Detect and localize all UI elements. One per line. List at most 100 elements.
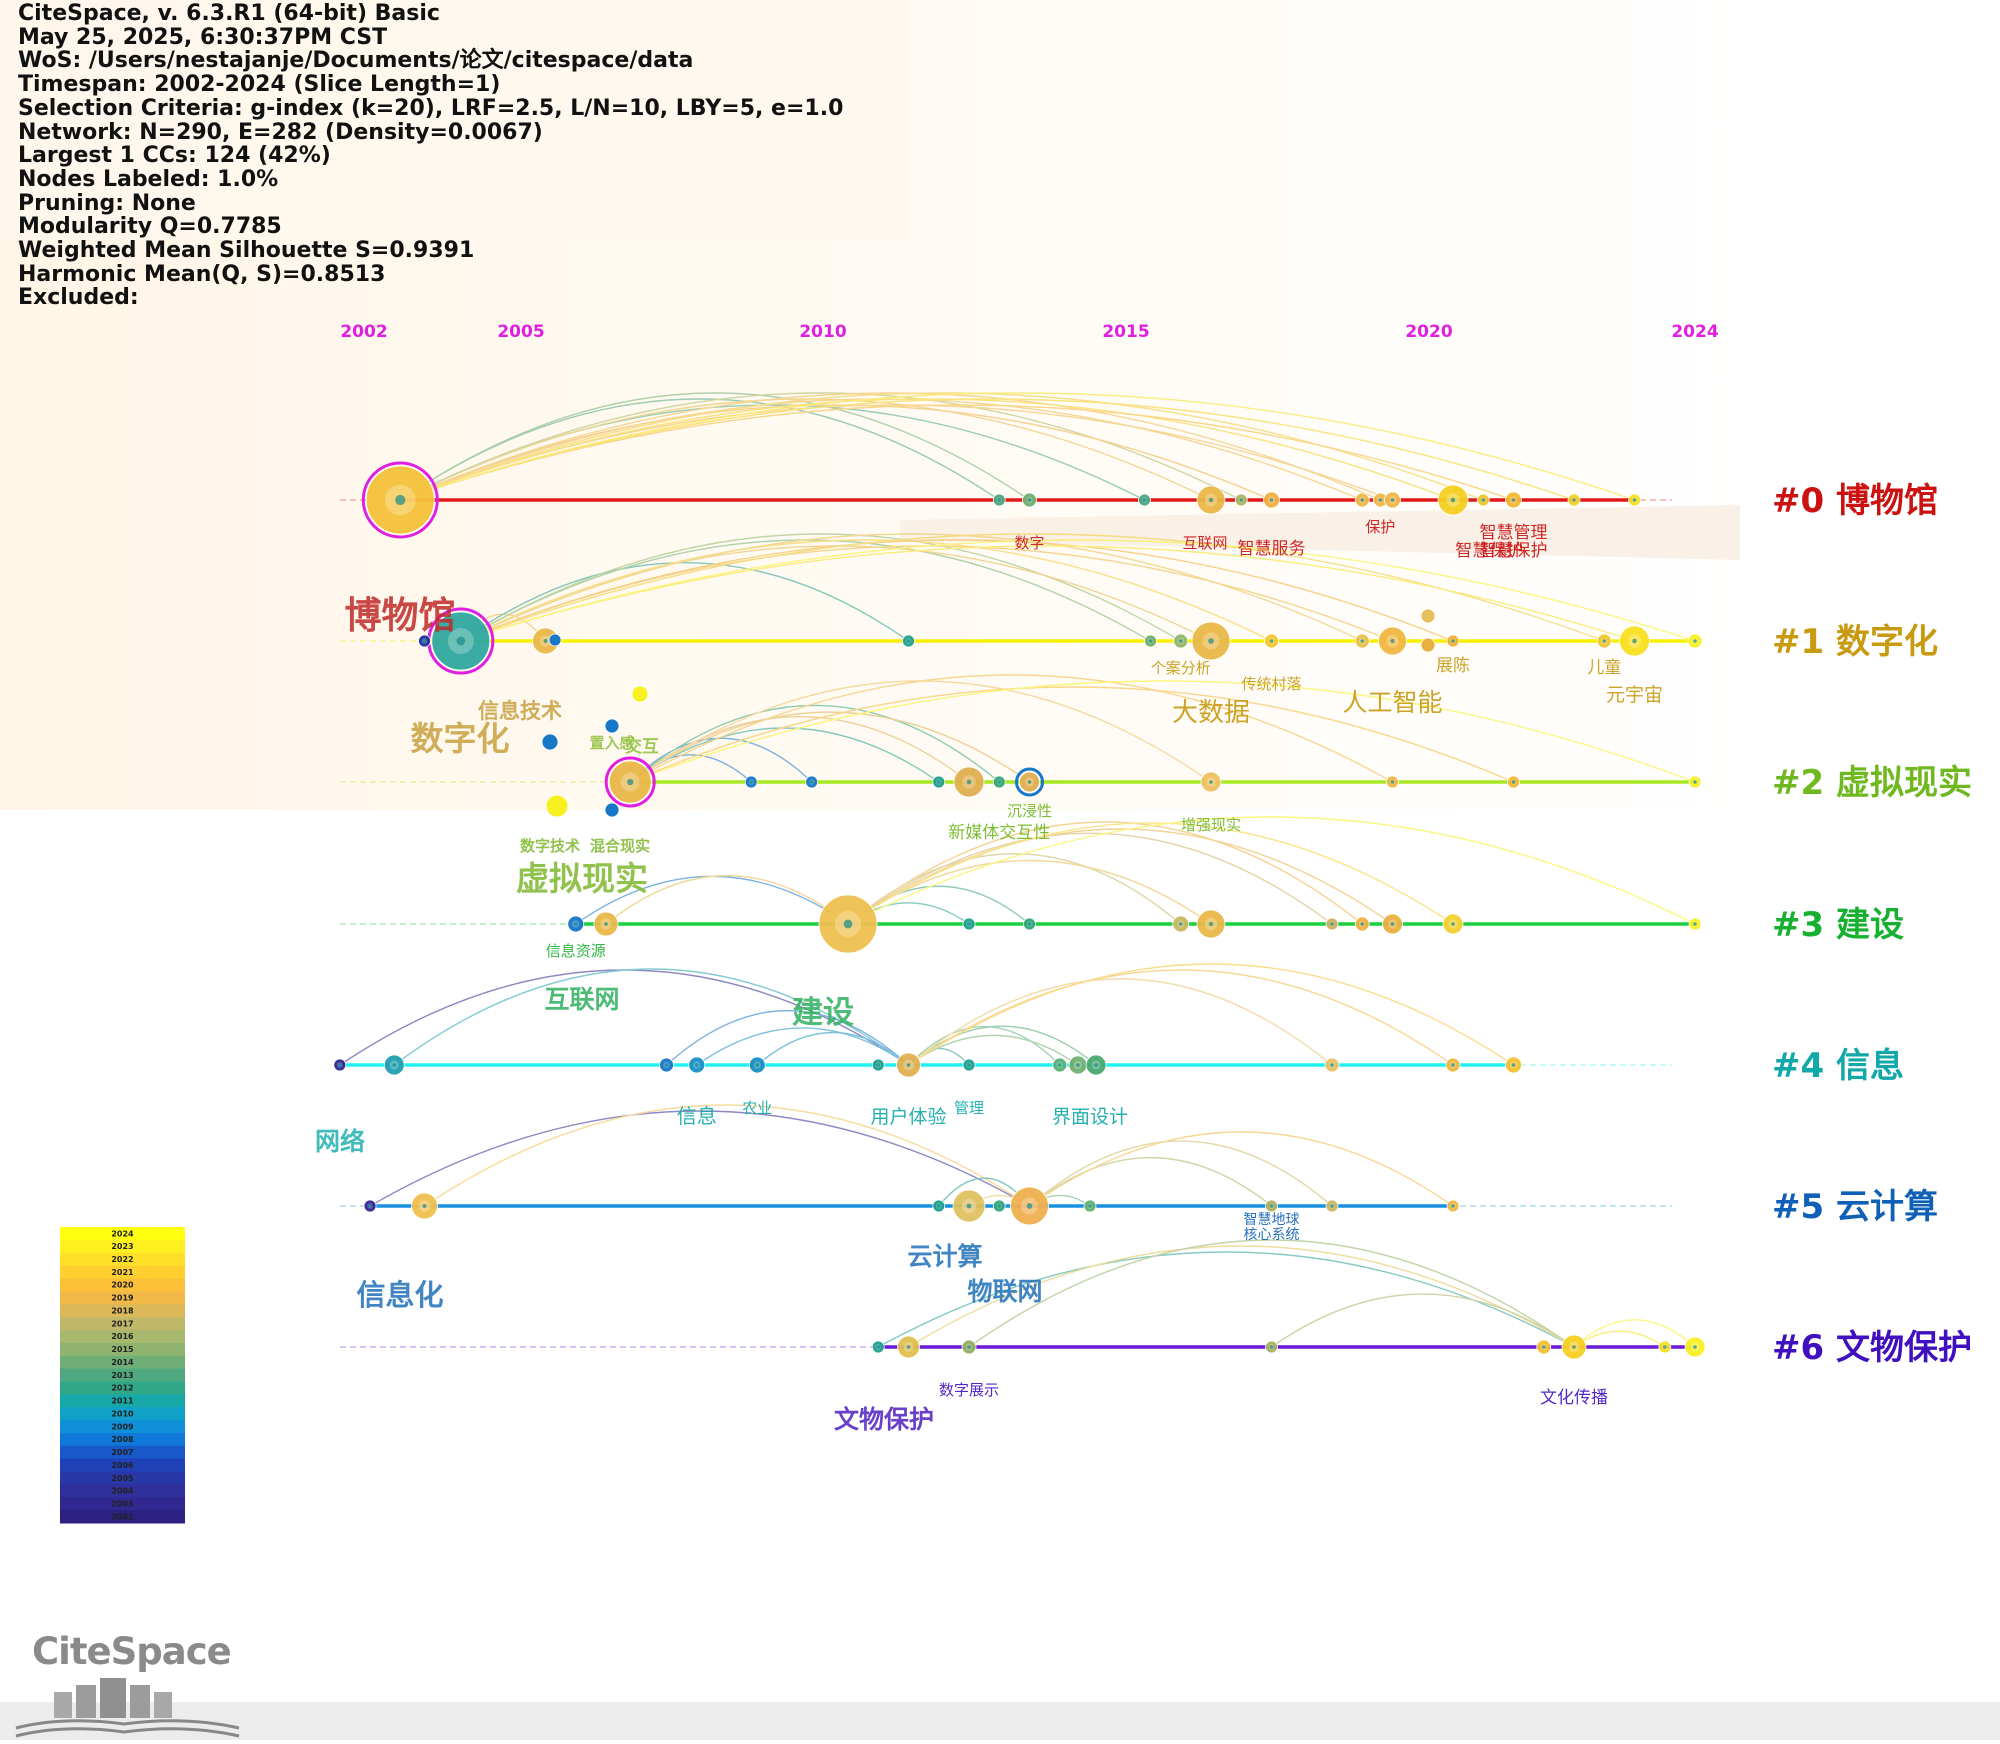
node (1567, 493, 1581, 507)
citation-link (605, 875, 849, 925)
node (805, 775, 819, 789)
node-core (966, 1203, 972, 1209)
node-core (876, 1063, 881, 1067)
node (1507, 775, 1520, 789)
cluster-row-2: 沉浸性新媒体交互性增强现实#2 虚拟现实 (340, 756, 1972, 843)
citation-link (847, 821, 1363, 925)
node (1688, 775, 1702, 789)
citation-link (629, 716, 970, 783)
keyword-label: 信息技术 (478, 699, 562, 723)
legend-swatch (60, 1329, 185, 1344)
node-label: 用户体验 (870, 1106, 946, 1128)
legend-swatch (60, 1342, 185, 1357)
node-core (967, 922, 971, 926)
node-core (1632, 498, 1637, 502)
node-label: 展陈 (1436, 656, 1470, 676)
cluster-row-1: 个案分析传统村落大数据人工智能展陈儿童元宇宙#1 数字化 (340, 607, 1938, 728)
legend-swatch (60, 1420, 185, 1434)
year-tick-label: 2005 (497, 322, 544, 342)
citation-link (847, 816, 1696, 925)
info-panel: CiteSpace, v. 6.3.R1 (64-bit) Basic May … (18, 2, 843, 310)
node-circle (631, 685, 649, 703)
legend-swatch (60, 1381, 185, 1395)
legend-year-label: 2015 (111, 1345, 134, 1354)
node-circle (545, 794, 569, 818)
citation-link (460, 539, 1272, 642)
node-core (368, 1204, 372, 1208)
node-label: 传统村落 (1241, 675, 1301, 693)
node-label: 智慧管理 (1480, 523, 1548, 543)
node-core (1390, 780, 1395, 784)
node (818, 894, 878, 954)
node (363, 1199, 377, 1213)
node (1382, 913, 1403, 935)
node (1265, 1340, 1278, 1354)
node-label: 信息资源 (546, 942, 606, 960)
citation-link (424, 1104, 1030, 1207)
node-label: 元宇宙 (1606, 684, 1663, 706)
node-core (1330, 922, 1334, 926)
node-label: 个案分析 (1151, 659, 1211, 677)
node-core (1541, 1345, 1546, 1349)
node-core (1027, 922, 1032, 926)
node (1023, 917, 1036, 931)
node-label: 智慧服务 (1238, 539, 1306, 559)
cluster-row-0: 数字互联网智慧服务保护智慧管理智慧保护智慧保护#0 博物馆 (340, 461, 1938, 561)
citation-link (908, 1025, 1061, 1066)
legend-year-label: 2016 (111, 1332, 134, 1341)
citation-link (460, 539, 1696, 642)
node (567, 915, 585, 933)
node-core (1693, 780, 1697, 784)
node (1596, 633, 1612, 649)
year-tick-label: 2015 (1102, 322, 1149, 342)
node-label: 核心系统 (1244, 1227, 1300, 1243)
citation-link (847, 828, 1393, 925)
node-core (1027, 780, 1032, 784)
node-core (1360, 922, 1365, 926)
node (1172, 915, 1190, 933)
node-core (755, 1063, 760, 1067)
legend-year-label: 2022 (111, 1255, 133, 1264)
node-label: 信息 (677, 1104, 717, 1128)
citation-link (756, 1031, 909, 1066)
node-core (1451, 639, 1455, 643)
node (1446, 1199, 1460, 1213)
citation-link (629, 704, 1000, 783)
info-line: May 25, 2025, 6:30:37PM CST (18, 24, 388, 50)
citation-link (460, 562, 909, 642)
node-core (997, 498, 1002, 502)
citation-link (399, 392, 1030, 501)
node (1536, 1339, 1552, 1355)
node-core (543, 639, 548, 643)
node-circle (604, 718, 620, 734)
keyword-label: 置入感 (589, 734, 634, 752)
node-core (627, 778, 634, 786)
legend-year-label: 2024 (111, 1229, 134, 1238)
cluster-label: #2 虚拟现实 (1772, 763, 1972, 803)
node (1022, 492, 1037, 508)
legend-swatch (60, 1407, 185, 1421)
legend-year-label: 2004 (111, 1487, 134, 1496)
legend-swatch (60, 1497, 185, 1511)
citation-link (847, 859, 1212, 925)
legend-swatch (60, 1368, 185, 1382)
node (1445, 1057, 1461, 1073)
legend-year-label: 2005 (111, 1474, 134, 1483)
citation-link (369, 1110, 1030, 1207)
node (1324, 1057, 1340, 1073)
legend-swatch (60, 1458, 185, 1473)
node-ring (1015, 767, 1044, 797)
cluster-label: #5 云计算 (1772, 1187, 1938, 1227)
legend-year-label: 2020 (111, 1281, 134, 1290)
node-core (936, 780, 941, 784)
legend-swatch (60, 1394, 185, 1408)
node (1684, 1336, 1706, 1358)
node-core (1208, 497, 1214, 503)
legend-swatch (60, 1239, 185, 1254)
node (1196, 485, 1226, 515)
node (1658, 1340, 1672, 1354)
legend-swatch (60, 1471, 185, 1485)
node (1234, 493, 1248, 507)
node (1437, 484, 1469, 516)
legend-year-label: 2011 (111, 1397, 134, 1406)
